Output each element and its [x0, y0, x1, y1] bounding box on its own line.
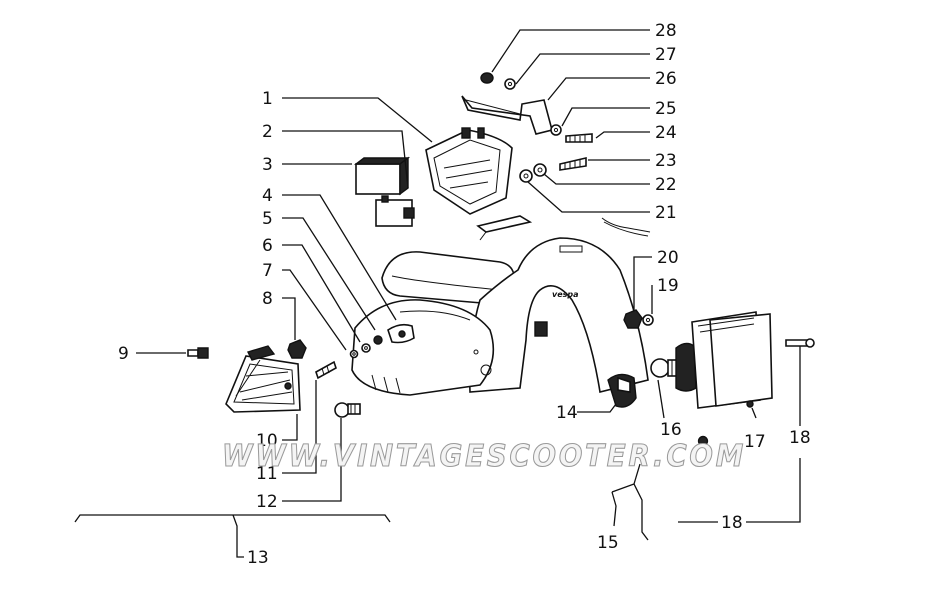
- callout-11: 11: [256, 464, 278, 484]
- washer-27: [504, 78, 516, 90]
- callout-6: 6: [262, 236, 273, 256]
- bolt-23: [559, 156, 587, 171]
- screw-9: [187, 347, 209, 359]
- callout-15: 15: [597, 533, 619, 553]
- relay-part-3: [353, 156, 411, 196]
- front-lens-10: [225, 345, 301, 413]
- callout-1: 1: [262, 89, 273, 109]
- tail-light-housing: [425, 127, 513, 215]
- leader-lines: [74, 29, 801, 558]
- callout-20: 20: [657, 248, 679, 268]
- callout-19: 19: [657, 276, 679, 296]
- washer-22: [533, 163, 547, 177]
- washer-6: [361, 343, 371, 353]
- nut-8: [287, 339, 307, 359]
- callout-4: 4: [262, 186, 273, 206]
- callout-23: 23: [655, 151, 677, 171]
- callout-7: 7: [262, 261, 273, 281]
- callout-24: 24: [655, 123, 677, 143]
- bolt-24: [565, 133, 593, 143]
- callout-2: 2: [262, 122, 273, 142]
- callout-12: 12: [256, 492, 278, 512]
- screw-18: [785, 338, 815, 348]
- callout-21: 21: [655, 203, 677, 223]
- scooter-body: vespa: [351, 237, 649, 396]
- bulb-holder-14: [607, 373, 637, 408]
- callout-17: 17: [744, 432, 766, 452]
- nut-5: [373, 335, 383, 345]
- callout-22: 22: [655, 175, 677, 195]
- body-badge: vespa: [552, 290, 579, 299]
- relay-part-2: [375, 195, 415, 227]
- callout-5: 5: [262, 209, 273, 229]
- callout-3: 3: [262, 155, 273, 175]
- washer-21: [519, 169, 533, 183]
- washer-7: [349, 349, 359, 359]
- switch-4: [387, 323, 415, 344]
- callout-27: 27: [655, 45, 677, 65]
- dot-marker: [697, 435, 709, 447]
- callout-13: 13: [247, 548, 269, 568]
- nut-20: [623, 309, 643, 329]
- washer-19: [642, 314, 654, 326]
- top-bracket-26: [461, 95, 553, 135]
- callout-18-upper: 18: [789, 428, 811, 448]
- screw-11: [315, 360, 337, 380]
- callout-9: 9: [118, 344, 129, 364]
- nut-28: [480, 72, 494, 84]
- bulb-12: [334, 402, 361, 418]
- watermark: WWW.VINTAGESCOOTER.COM: [222, 439, 746, 474]
- rear-light-body-17: [675, 311, 773, 409]
- wire-harness: [476, 215, 651, 241]
- callout-25: 25: [655, 99, 677, 119]
- callout-8: 8: [262, 289, 273, 309]
- callout-28: 28: [655, 21, 677, 41]
- callout-16: 16: [660, 420, 682, 440]
- callout-18-lower: 18: [721, 513, 743, 533]
- callout-numbers: 1 2 3 4 5 6 7 8 9 10 11 12 13 14 15 16 1…: [118, 21, 811, 568]
- washer-25: [550, 124, 562, 136]
- callout-10: 10: [256, 431, 278, 451]
- callout-26: 26: [655, 69, 677, 89]
- callout-14: 14: [556, 403, 578, 423]
